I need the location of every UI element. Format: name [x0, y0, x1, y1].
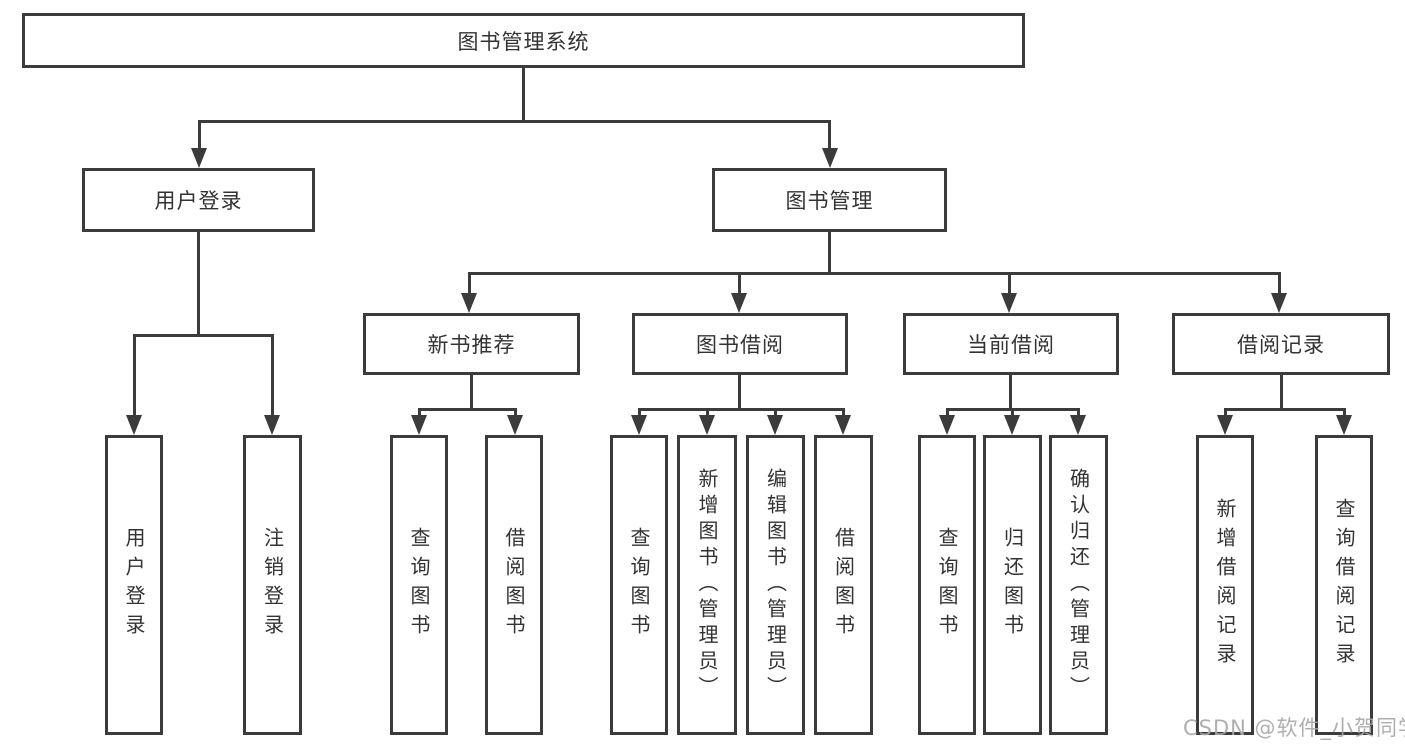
node-book-borrow-label: 图书借阅 — [696, 333, 784, 357]
node-new-book-recommend: 新书推荐 — [363, 313, 580, 375]
leaf-user-login-label: 用户登录 — [122, 527, 146, 643]
leaf-borrow-query-label: 查询图书 — [627, 527, 651, 643]
leaf-records-query: 查询借阅记录 — [1315, 435, 1373, 735]
connector-root-stub-left — [198, 120, 201, 150]
leaf-logout: 注销登录 — [243, 435, 302, 735]
arrow-down-icon — [1004, 415, 1020, 435]
node-book-borrow: 图书借阅 — [632, 313, 848, 375]
connector-userlogin-stub2 — [271, 334, 274, 417]
connector-root-hline — [198, 120, 831, 123]
connector-newbook-hline — [418, 408, 517, 411]
leaf-records-add-label: 新增借阅记录 — [1213, 498, 1237, 672]
connector-records-stub2 — [1343, 408, 1346, 418]
connector-userlogin-stub1 — [133, 334, 136, 417]
connector-newbook-stub1 — [418, 408, 421, 418]
leaf-borrow-book-label: 借阅图书 — [831, 527, 856, 643]
node-book-management: 图书管理 — [712, 168, 947, 232]
leaf-newbook-borrow: 借阅图书 — [485, 435, 543, 735]
connector-root-vline — [522, 68, 525, 120]
connector-currentborrow-stub3 — [1077, 408, 1080, 418]
connector-records-vline — [1280, 375, 1283, 408]
connector-currentborrow-stub1 — [946, 408, 949, 418]
arrow-down-icon — [264, 415, 280, 435]
leaf-borrow-book: 借阅图书 — [814, 435, 873, 735]
leaf-current-return: 归还图书 — [983, 435, 1042, 735]
leaf-borrow-add-book: 新增图书（管理员） — [677, 435, 737, 735]
connector-bookborrow-stub2 — [706, 408, 709, 418]
connector-newbook-stub2 — [514, 408, 517, 418]
connector-records-stub1 — [1224, 408, 1227, 418]
connector-bookborrow-stub3 — [774, 408, 777, 418]
connector-root-stub-right — [828, 120, 831, 150]
arrow-down-icon — [1336, 415, 1352, 435]
arrow-down-icon — [1271, 293, 1287, 313]
connector-bookborrow-stub4 — [842, 408, 845, 418]
connector-currentborrow-vline — [1009, 375, 1012, 408]
connector-currentborrow-stub2 — [1011, 408, 1014, 418]
leaf-records-query-label: 查询借阅记录 — [1332, 498, 1356, 672]
arrow-down-icon — [822, 148, 838, 168]
leaf-records-add: 新增借阅记录 — [1196, 435, 1254, 735]
arrow-down-icon — [126, 415, 142, 435]
node-borrow-records: 借阅记录 — [1172, 313, 1390, 375]
connector-bookmgmt-stub3 — [1008, 272, 1011, 295]
arrow-down-icon — [1070, 415, 1086, 435]
csdn-watermark: CSDN @软件_小贺同学 — [1183, 716, 1405, 740]
node-current-borrow: 当前借阅 — [903, 313, 1119, 375]
leaf-current-confirm-return-label: 确认归还（管理员） — [1066, 468, 1091, 702]
node-borrow-records-label: 借阅记录 — [1237, 333, 1325, 357]
connector-userlogin-vline — [197, 232, 200, 334]
leaf-current-return-label: 归还图书 — [1000, 527, 1025, 643]
node-user-login: 用户登录 — [82, 168, 315, 232]
connector-records-hline — [1224, 408, 1346, 411]
leaf-logout-label: 注销登录 — [260, 527, 285, 643]
connector-userlogin-hline — [133, 334, 274, 337]
leaf-borrow-add-book-label: 新增图书（管理员） — [695, 468, 719, 702]
arrow-down-icon — [411, 415, 427, 435]
connector-bookmgmt-vline — [828, 232, 831, 272]
node-user-login-label: 用户登录 — [154, 189, 243, 213]
arrow-down-icon — [1217, 415, 1233, 435]
leaf-current-query-label: 查询图书 — [935, 527, 959, 643]
leaf-borrow-edit-book: 编辑图书（管理员） — [746, 435, 805, 735]
arrow-down-icon — [191, 148, 207, 168]
leaf-current-query: 查询图书 — [918, 435, 976, 735]
connector-newbook-vline — [470, 375, 473, 408]
arrow-down-icon — [767, 415, 783, 435]
leaf-newbook-borrow-label: 借阅图书 — [502, 527, 526, 643]
arrow-down-icon — [835, 415, 851, 435]
leaf-user-login: 用户登录 — [105, 435, 163, 735]
connector-bookborrow-stub1 — [638, 408, 641, 418]
node-book-management-label: 图书管理 — [785, 189, 874, 213]
node-library-system: 图书管理系统 — [22, 13, 1025, 68]
arrow-down-icon — [461, 293, 477, 313]
arrow-down-icon — [731, 293, 747, 313]
node-library-system-label: 图书管理系统 — [457, 29, 590, 54]
leaf-borrow-query: 查询图书 — [610, 435, 668, 735]
connector-bookmgmt-stub4 — [1278, 272, 1281, 295]
arrow-down-icon — [631, 415, 647, 435]
leaf-current-confirm-return: 确认归还（管理员） — [1049, 435, 1108, 735]
arrow-down-icon — [939, 415, 955, 435]
connector-bookmgmt-hline — [468, 272, 1281, 275]
leaf-newbook-query: 查询图书 — [390, 435, 448, 735]
connector-bookmgmt-stub1 — [468, 272, 471, 295]
node-new-book-recommend-label: 新书推荐 — [427, 333, 516, 357]
connector-bookborrow-hline — [638, 408, 845, 411]
node-current-borrow-label: 当前借阅 — [967, 333, 1055, 357]
arrow-down-icon — [1001, 293, 1017, 313]
arrow-down-icon — [507, 415, 523, 435]
leaf-newbook-query-label: 查询图书 — [407, 527, 431, 643]
arrow-down-icon — [699, 415, 715, 435]
connector-bookmgmt-stub2 — [738, 272, 741, 295]
connector-bookborrow-vline — [738, 375, 741, 408]
leaf-borrow-edit-book-label: 编辑图书（管理员） — [763, 468, 788, 702]
